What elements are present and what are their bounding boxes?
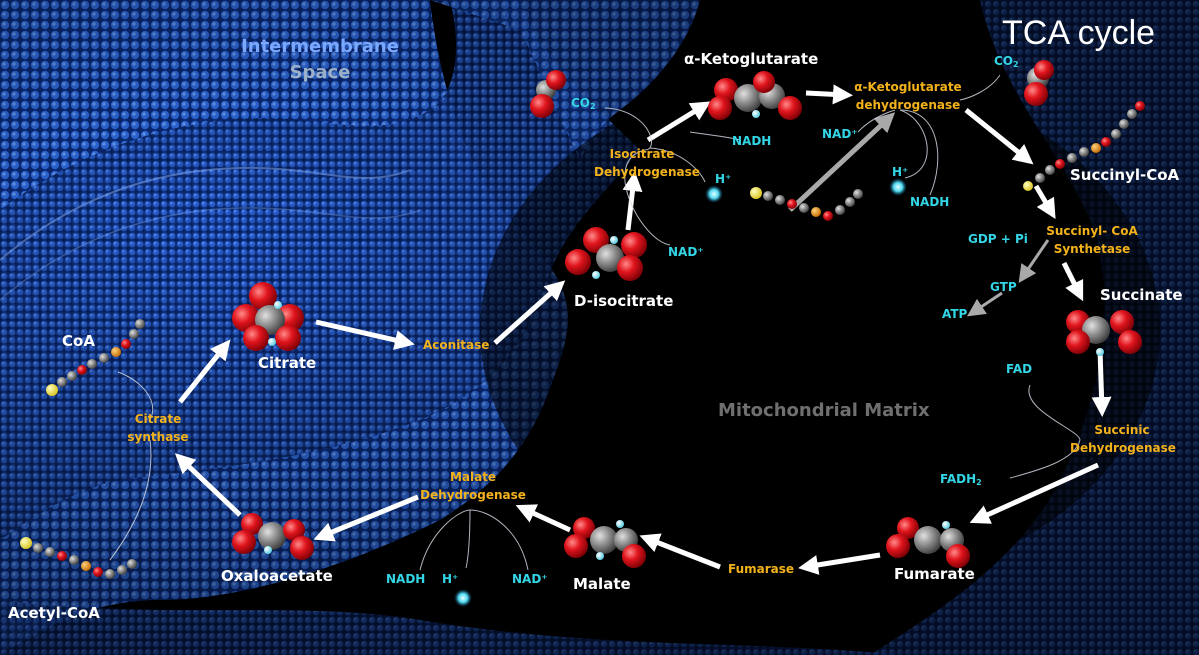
enzyme-citrate-synthase-line-2: synthase [127,430,189,444]
fadh2-subscript: 2 [976,478,982,487]
co2-molecule-2 [1024,60,1054,106]
region-mitochondrial-matrix: Mitochondrial Matrix [718,400,930,421]
cofactor-nadh-akg: NADH [910,195,950,209]
enzyme-alpha-ketoglutarate-dehydrogenase: α-Ketoglutarate dehydrogenase [852,78,964,114]
label-citrate: Citrate [258,354,317,372]
enzyme-akg-dh-line-1: α-Ketoglutarate [854,80,962,94]
cofactor-nad-plus-malate: NAD⁺ [512,572,548,586]
h-plus-ion-3 [454,589,472,607]
label-acetyl-coa: Acetyl-CoA [8,604,100,622]
cofactor-atp: ATP [942,307,968,321]
label-malate: Malate [573,575,631,593]
enzyme-akg-dh-line-2: dehydrogenase [855,98,961,112]
coa-chain [46,319,145,396]
label-oxaloacetate: Oxaloacetate [221,567,333,585]
cofactor-nadh-isocitrate: NADH [732,134,772,148]
succinyl-coa-chain [1023,101,1145,191]
oxaloacetate-molecule [232,513,314,560]
enzyme-succinyl-coa-synthetase-line-1: Succinyl- CoA [1046,224,1138,238]
enzyme-isocitrate-dehydrogenase: Isocitrate Dehydrogenase [594,145,700,181]
citrate-molecule [232,282,304,351]
cofactor-gdp-pi: GDP + Pi [968,232,1028,246]
cycle-arrows [174,84,1112,575]
cofactor-nadh-malate: NADH [386,572,426,586]
label-succinate: Succinate [1100,286,1183,304]
enzyme-aconitase: Aconitase [423,338,490,352]
succinate-molecule [1066,310,1142,356]
enzyme-citrate-synthase-line-1: Citrate [134,412,182,426]
co2-text: CO [994,54,1014,68]
fumarate-molecule [886,517,970,568]
label-coa: CoA [62,332,95,350]
cofactor-co2-akg: CO2 [994,54,1019,69]
region-intermembrane-line-1: Intermembrane [241,36,399,57]
enzyme-succinic-dehydrogenase: Succinic Dehydrogenase [1070,421,1176,457]
region-intermembrane-line-2: Space [289,62,351,83]
cofactor-curves [109,74,1081,571]
enzyme-succinic-dh-line-2: Dehydrogenase [1070,441,1176,455]
enzyme-succinyl-coa-synthetase: Succinyl- CoA Synthetase [1042,222,1142,258]
gtp-to-atp-arrow [967,291,1003,317]
enzyme-isocitrate-dh-line-2: Dehydrogenase [594,165,700,179]
cofactor-fadh2: FADH2 [940,472,982,487]
h-plus-ion-1 [705,185,723,203]
enzyme-malate-dh-line-1: Malate [449,470,497,484]
diagram-title: TCA cycle [1002,14,1156,52]
enzyme-succinic-dh-line-1: Succinic [1094,423,1150,437]
cofactor-nad-plus-akg: NAD⁺ [822,127,858,141]
d-isocitrate-molecule [565,227,647,281]
cofactor-h-plus-malate: H⁺ [442,572,459,586]
cofactor-nad-plus-isocitrate: NAD⁺ [668,245,704,259]
cofactor-co2-isocitrate: CO2 [571,96,596,111]
alpha-ketoglutarate-molecule [708,71,802,120]
acetyl-coa-chain [20,537,137,579]
enzyme-succinyl-coa-synthetase-line-2: Synthetase [1053,242,1131,256]
co2-subscript: 2 [1013,60,1019,69]
label-succinyl-coa: Succinyl-CoA [1070,166,1180,184]
label-d-isocitrate: D-isocitrate [574,292,674,310]
malate-molecule [564,517,646,568]
gdp-to-gtp-arrow [1018,239,1050,283]
fadh2-text: FADH [940,472,977,486]
acetyl-coa-chain-center [750,187,863,221]
enzyme-malate-dehydrogenase: Malate Dehydrogenase [417,468,529,504]
co2-molecule-1 [530,70,566,118]
region-intermembrane-space: Intermembrane Space [232,34,408,86]
enzyme-fumarase: Fumarase [728,562,795,576]
cofactor-fad: FAD [1006,362,1033,376]
cofactor-h-plus-isocitrate: H⁺ [715,172,732,186]
label-alpha-ketoglutarate: α-Ketoglutarate [684,50,819,68]
enzyme-citrate-synthase: Citrate synthase [116,410,200,446]
co2-subscript: 2 [590,102,596,111]
acetylcoa-to-akgdh-arrow [788,112,896,212]
enzyme-malate-dh-line-2: Dehydrogenase [420,488,526,502]
label-fumarate: Fumarate [894,565,975,583]
cofactor-gtp: GTP [990,280,1017,294]
h-plus-ion-2 [889,178,907,196]
co2-text: CO [571,96,591,110]
enzyme-isocitrate-dh-line-1: Isocitrate [609,147,675,161]
cofactor-h-plus-akg: H⁺ [892,165,909,179]
